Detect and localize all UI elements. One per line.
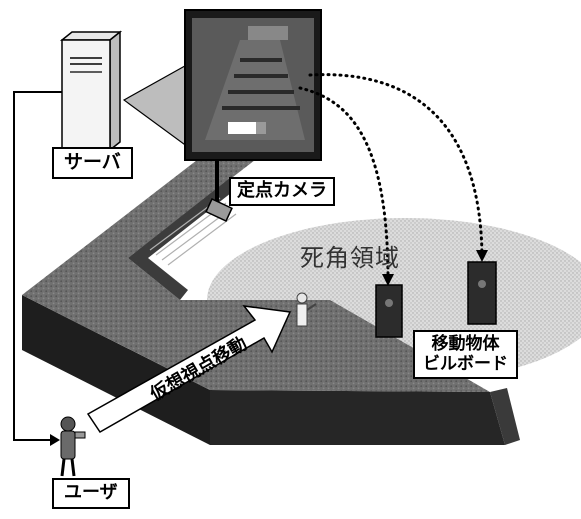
- camera-head: [205, 198, 233, 222]
- road-side-front-end: [490, 388, 520, 445]
- camera-monitor: [184, 9, 322, 161]
- road-top-surface: [22, 150, 490, 392]
- road-side-front: [210, 390, 505, 445]
- road-inner-strip: [128, 178, 245, 300]
- dotted-arrowhead-2: [476, 250, 488, 262]
- user-label: ユーザ: [52, 478, 130, 509]
- server-monitor-callout: [122, 60, 193, 152]
- dotted-arrow-billboard-1: [298, 86, 390, 282]
- dotted-arrowhead-1: [382, 274, 394, 286]
- billboard-1: [375, 284, 403, 338]
- moving-object-billboard-label: 移動物体 ビルボード: [413, 330, 518, 380]
- billboard-2: [467, 261, 497, 325]
- virtual-viewpoint-person: [296, 292, 317, 327]
- fixed-camera-label: 定点カメラ: [229, 177, 335, 206]
- server-user-arrowhead: [50, 434, 60, 446]
- blind-area-label: 死角領域: [300, 244, 400, 272]
- user-figure: [60, 416, 86, 477]
- virtual-viewpoint-arrow: [86, 305, 292, 433]
- server-tower: [59, 30, 123, 152]
- billboard-label-line2: ビルボード: [423, 353, 508, 374]
- billboard-label-line1: 移動物体: [431, 334, 500, 354]
- server-user-line: [13, 91, 62, 441]
- server-label: サーバ: [52, 147, 133, 179]
- road-side-left: [22, 295, 210, 445]
- dotted-arrow-billboard-2: [308, 73, 484, 257]
